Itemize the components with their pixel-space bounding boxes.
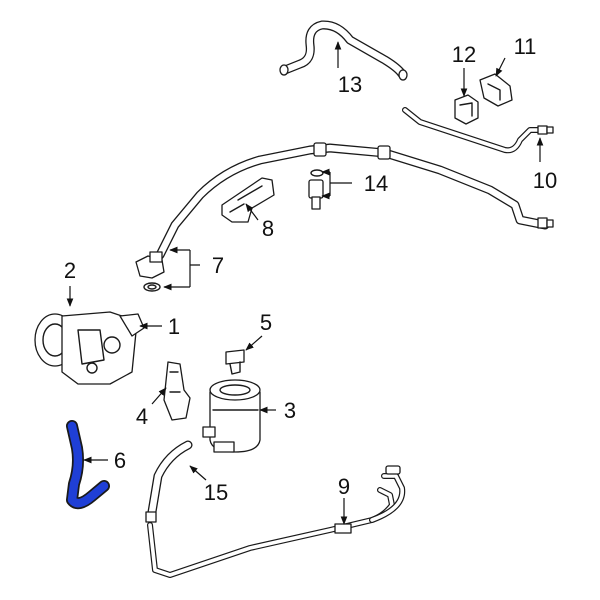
callout-9: 9 (338, 474, 350, 499)
callout-2: 2 (64, 258, 76, 283)
callout-7: 7 (212, 253, 224, 278)
part-11-clamp[interactable] (479, 73, 513, 107)
leader-7 (189, 250, 200, 287)
part-1-power-steering-pump[interactable] (34, 311, 145, 385)
callout-8: 8 (262, 216, 274, 241)
leader-15 (189, 465, 207, 481)
leader-11 (495, 57, 506, 77)
callout-4: 4 (136, 404, 148, 429)
callout-13: 13 (338, 72, 362, 97)
part-5-reservoir-cap[interactable] (225, 349, 245, 375)
callout-1: 1 (168, 314, 180, 339)
part-3-reservoir[interactable] (202, 379, 261, 453)
part-12-clamp[interactable] (454, 94, 479, 125)
leader-4 (151, 387, 167, 405)
part-7-pressure-hose-assembly[interactable] (135, 142, 554, 292)
callout-10: 10 (533, 168, 557, 193)
callout-11: 11 (514, 34, 537, 59)
leader-5 (245, 335, 263, 351)
callout-labels: 13 12 11 10 14 8 7 2 1 5 3 4 6 15 9 (64, 34, 557, 505)
part-4-heat-shield[interactable] (163, 361, 191, 421)
part-9-return-line[interactable] (147, 465, 406, 578)
part-6-hose-highlighted[interactable] (66, 420, 110, 510)
callout-14: 14 (364, 171, 388, 196)
leader-lines (66, 41, 544, 525)
part-10-pressure-line[interactable] (402, 107, 554, 154)
part-14-pressure-switch[interactable] (308, 169, 324, 210)
callout-6: 6 (114, 448, 126, 473)
callout-12: 12 (452, 42, 476, 67)
hose-6-fill (67, 421, 109, 508)
part-15-return-hose[interactable] (145, 440, 193, 523)
leader-8 (245, 203, 259, 221)
callout-15: 15 (204, 480, 228, 505)
callout-3: 3 (284, 398, 296, 423)
callout-5: 5 (260, 310, 272, 335)
part-13-return-hose[interactable] (279, 20, 408, 81)
leader-14 (329, 172, 352, 196)
